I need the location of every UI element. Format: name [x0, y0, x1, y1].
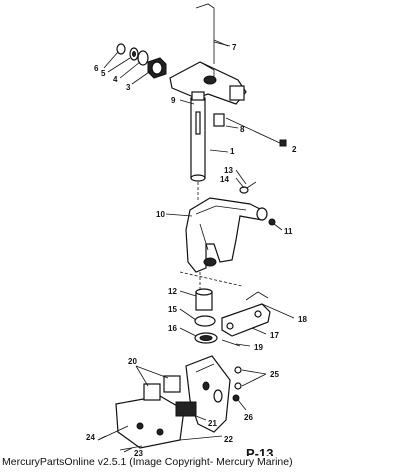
- callout-15: 15: [168, 305, 177, 314]
- part-8-clip: [213, 113, 225, 127]
- parts-3-6-hardware-stack: [116, 43, 167, 79]
- callout-12: 12: [168, 287, 177, 296]
- callout-4: 4: [113, 75, 118, 84]
- part-17-tilt-lever: [221, 303, 271, 337]
- part-11-screw: [268, 218, 276, 226]
- callout-16: 16: [168, 324, 177, 333]
- image-caption: MercuryPartsOnline v2.5.1 (Image Copyrig…: [2, 456, 398, 470]
- callout-9: 9: [171, 96, 176, 105]
- callout-7: 7: [232, 43, 237, 52]
- part-16-bearing: [194, 332, 218, 344]
- upper-bracket: [169, 61, 247, 105]
- callout-20: 20: [128, 357, 137, 366]
- callout-10: 10: [156, 210, 165, 219]
- callout-22: 22: [224, 435, 233, 444]
- callout-labels: 1 2 3 4 5 6 7 8 9 10 11 12 13 14 15 16 1…: [86, 43, 307, 458]
- callout-17: 17: [270, 331, 279, 340]
- part-10-swivel-bracket: [185, 197, 268, 273]
- callout-19: 19: [254, 343, 263, 352]
- callout-21: 21: [208, 419, 217, 428]
- callout-14: 14: [220, 175, 229, 184]
- part-7-shift-rod: [195, 3, 229, 64]
- callout-18: 18: [298, 315, 307, 324]
- part-20-pads: [143, 375, 197, 417]
- callout-1: 1: [230, 147, 235, 156]
- parts-13-14-bolt-washer: [239, 181, 257, 194]
- part-12-bushing: [195, 288, 213, 311]
- callout-2: 2: [292, 145, 297, 154]
- callout-13: 13: [224, 166, 233, 175]
- part-2-long-bolt: [225, 117, 287, 147]
- callout-26: 26: [244, 413, 253, 422]
- callout-8: 8: [240, 125, 245, 134]
- part-1-swivel-tube: [190, 91, 206, 182]
- callout-3: 3: [126, 83, 131, 92]
- leader-lines: [97, 41, 295, 453]
- callout-11: 11: [284, 227, 293, 236]
- callout-23: 23: [134, 449, 143, 458]
- callout-6: 6: [94, 64, 99, 73]
- parts-25-26-fasteners: [232, 366, 242, 402]
- part-19-pin: [221, 339, 241, 347]
- part-15-o-ring: [194, 315, 216, 327]
- callout-25: 25: [270, 370, 279, 379]
- callout-24: 24: [86, 433, 95, 442]
- callout-5: 5: [101, 69, 106, 78]
- part-18-spring: [245, 291, 269, 301]
- part-22-clamp-bracket: [115, 355, 231, 449]
